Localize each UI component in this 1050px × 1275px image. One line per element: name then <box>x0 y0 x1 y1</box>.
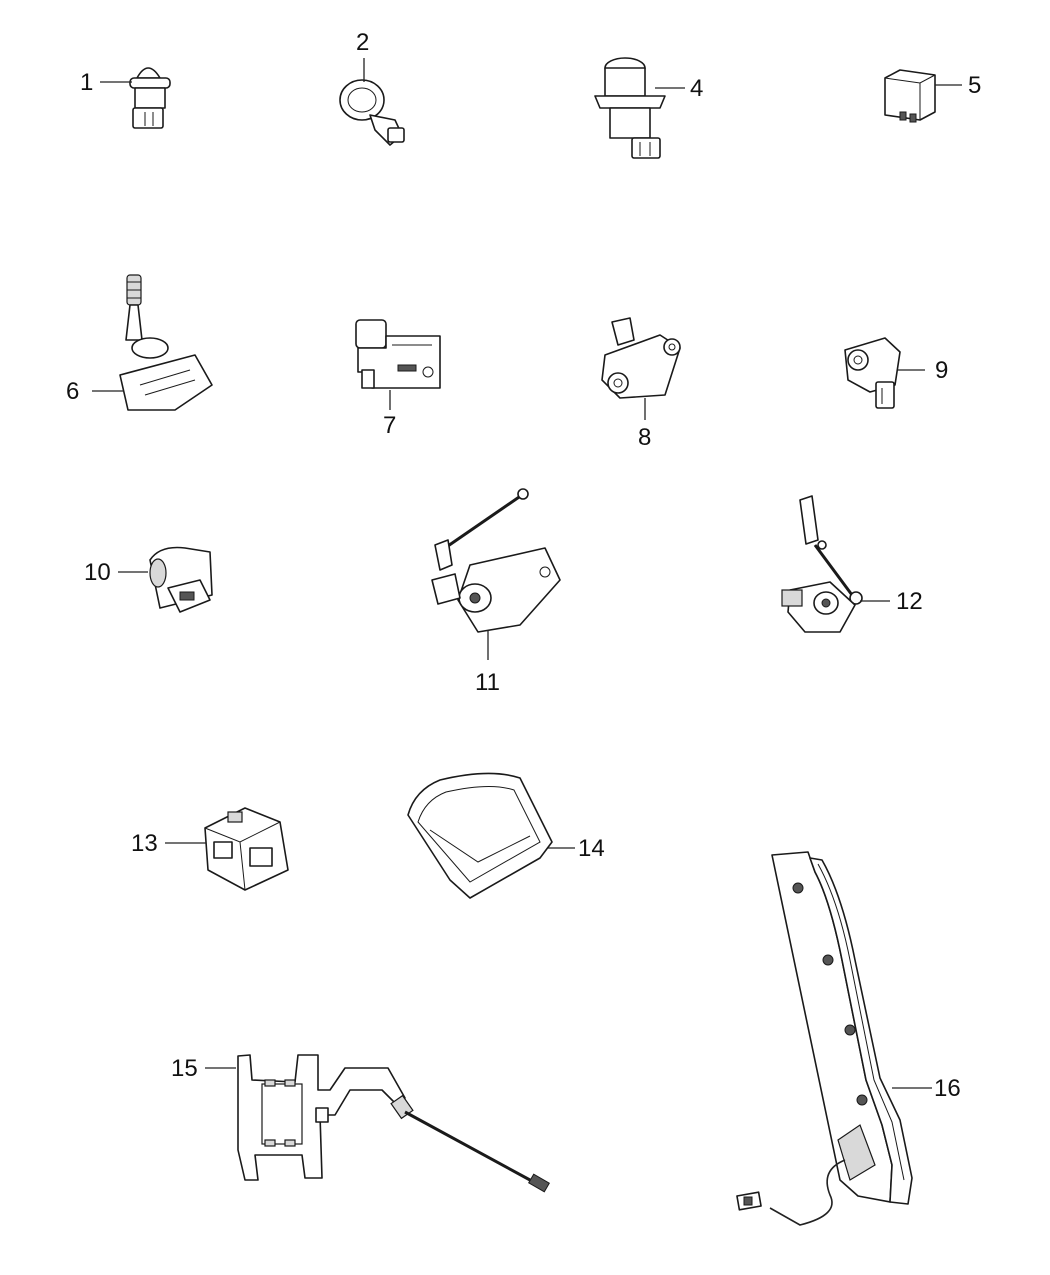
callout-15: 15 <box>171 1055 198 1082</box>
part-10-distance-sensor <box>149 546 213 613</box>
part-11-height-sensor-front <box>431 488 561 633</box>
part-5-relay-module <box>884 69 936 123</box>
part-1-ambient-light-sensor <box>129 67 171 129</box>
part-13-control-module <box>204 807 289 891</box>
part-8-side-impact-sensor <box>601 317 681 399</box>
callout-4: 4 <box>690 75 703 102</box>
callout-6: 6 <box>66 378 79 405</box>
part-16-pinch-sensor-strip <box>736 851 913 1226</box>
callout-10: 10 <box>84 559 111 586</box>
part-6-tire-pressure-sensor <box>119 274 213 411</box>
callout-11: 11 <box>475 669 500 696</box>
callout-9: 9 <box>935 357 948 384</box>
part-12-height-sensor-rear <box>781 495 863 633</box>
part-15-antenna-harness <box>237 1054 550 1193</box>
part-4-parking-sensor <box>594 57 666 159</box>
callout-12: 12 <box>896 588 923 615</box>
callout-5: 5 <box>968 72 981 99</box>
callout-14: 14 <box>578 835 605 862</box>
callout-1: 1 <box>80 69 93 96</box>
part-7-impact-sensor <box>355 319 441 389</box>
part-2-rain-sensor <box>339 79 405 146</box>
part-9-crash-sensor <box>844 337 901 409</box>
callout-7: 7 <box>383 412 396 439</box>
callout-8: 8 <box>638 424 651 451</box>
callout-13: 13 <box>131 830 158 857</box>
part-14-sensor-cover <box>407 772 553 899</box>
callout-16: 16 <box>934 1075 961 1102</box>
callout-2: 2 <box>356 29 369 56</box>
